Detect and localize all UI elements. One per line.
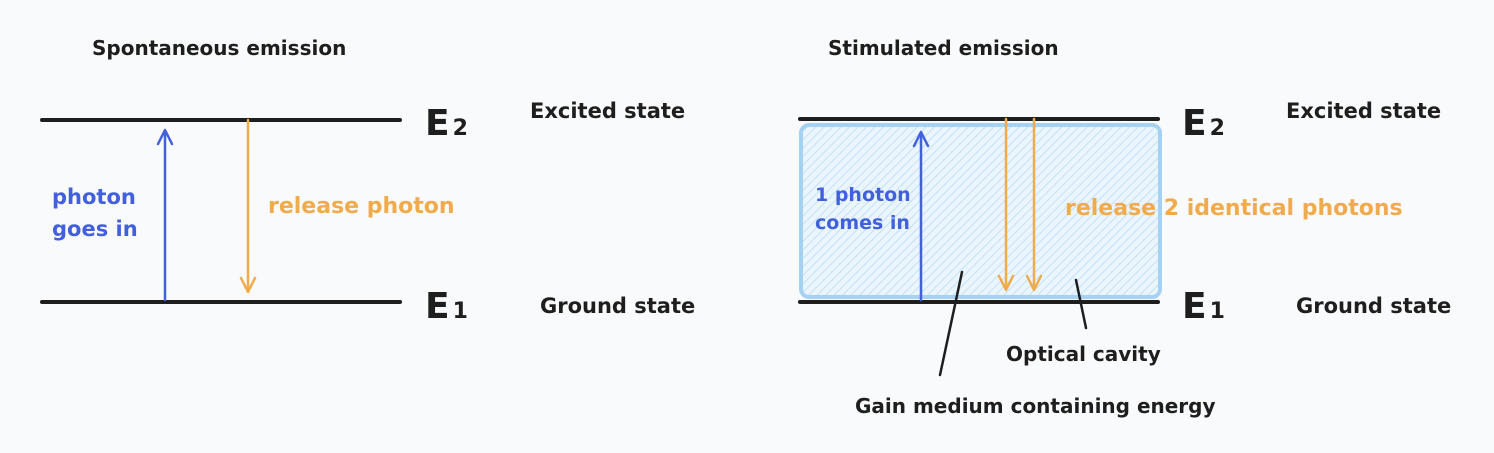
excited-state-label: Excited state — [530, 99, 685, 123]
release-photons-label: release 2 identical photons — [1065, 196, 1403, 221]
ground-state-label: Ground state — [1296, 294, 1451, 318]
release-photon-label: release photon — [268, 194, 455, 219]
spontaneous-title: Spontaneous emission — [92, 36, 346, 60]
ground-state-label: Ground state — [540, 294, 695, 318]
photon-in-label-line2: goes in — [52, 217, 138, 241]
gain-medium-label: Gain medium containing energy — [855, 394, 1216, 418]
photon-in-label-line2: comes in — [815, 212, 910, 234]
gain-medium-pointer — [938, 270, 964, 377]
cavity-pointer — [1074, 278, 1088, 330]
photon-out-arrow — [239, 118, 257, 294]
photon-in-label-line1: 1 photon — [815, 184, 911, 206]
optical-cavity-box — [799, 123, 1162, 299]
photon-in-arrow — [156, 128, 174, 302]
photon-out-arrow-1 — [997, 117, 1015, 292]
excited-state-label: Excited state — [1286, 99, 1441, 123]
optical-cavity-label: Optical cavity — [1006, 342, 1161, 366]
photon-out-arrow-2 — [1025, 117, 1043, 292]
photon-in-arrow — [912, 130, 930, 302]
stimulated-title: Stimulated emission — [828, 36, 1059, 60]
photon-in-label-line1: photon — [52, 185, 136, 209]
